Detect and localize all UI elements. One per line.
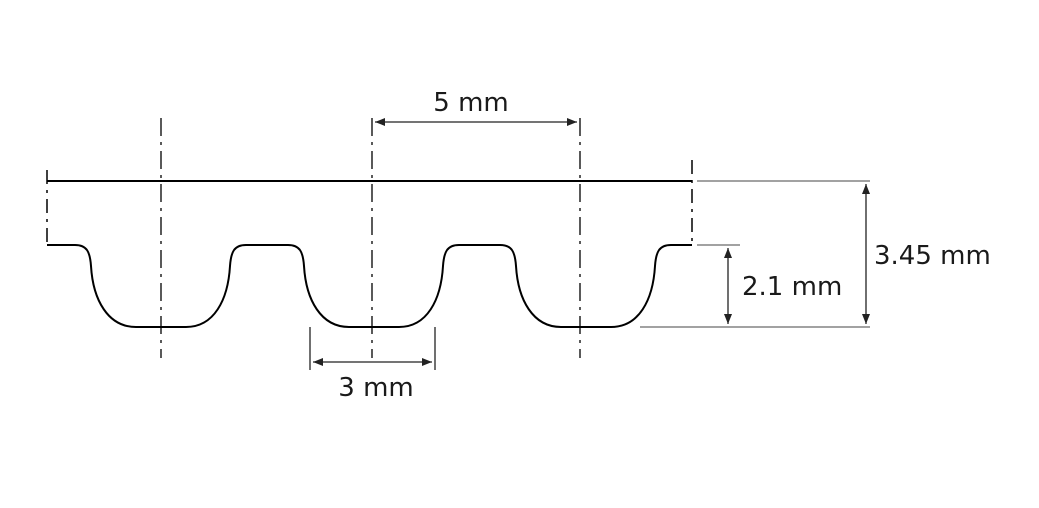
tooth-width-label: 3 mm: [338, 373, 413, 403]
pitch-dimension: 5 mm: [375, 88, 577, 126]
belt-thickness-dimension: 3.45 mm: [862, 184, 991, 324]
belt-thickness-label: 3.45 mm: [874, 241, 991, 271]
tooth-height-label: 2.1 mm: [742, 272, 842, 302]
pitch-label: 5 mm: [433, 88, 508, 118]
tooth-width-dimension: 3 mm: [309, 327, 436, 403]
tooth-profile: [47, 244, 692, 328]
tooth-height-dimension: 2.1 mm: [724, 248, 842, 324]
